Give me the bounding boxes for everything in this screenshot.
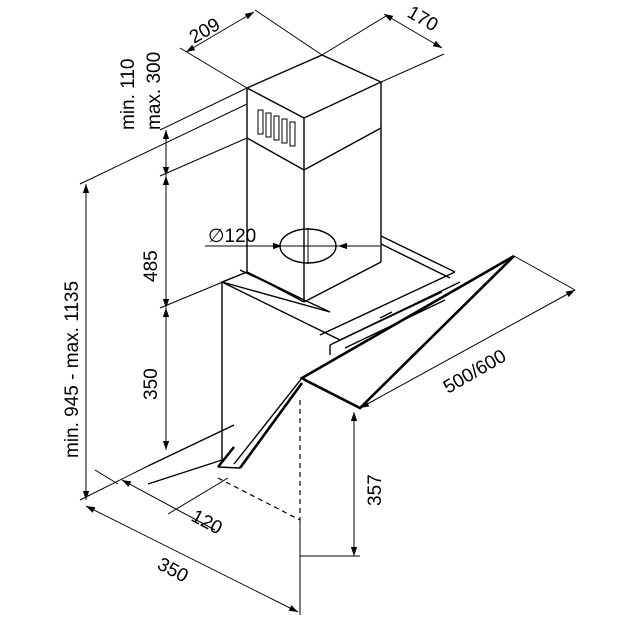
dim-chimney-extension: min. 110 [118, 59, 139, 130]
left-dimension-lines [79, 87, 248, 501]
dim-upper-chimney-height: 485 [141, 250, 162, 282]
dim-chimney-width: 209 [186, 14, 224, 48]
dim-chimney-depth: 170 [404, 2, 442, 36]
dim-base-offset: 120 [188, 506, 226, 539]
dim-lower-chimney-height: 350 [141, 368, 162, 400]
right-dimension-lines [300, 255, 576, 557]
hood-body [219, 235, 461, 460]
dim-total-height: min. 945 - max. 1135 [62, 281, 83, 458]
dim-chimney-extension-max: max. 300 [144, 52, 165, 130]
dim-base-depth: 350 [154, 554, 192, 587]
chimney-lower [239, 128, 382, 303]
outlet-circle [205, 228, 380, 264]
dim-hood-width: 500/600 [440, 346, 510, 399]
top-dimension-lines [179, 9, 445, 89]
vent-grille-icon [257, 109, 296, 147]
bottom-dimension-lines [85, 469, 299, 613]
dim-outlet-diameter: ∅120 [208, 226, 256, 247]
projection-lines [147, 400, 301, 615]
dim-glass-height: 357 [365, 474, 386, 506]
